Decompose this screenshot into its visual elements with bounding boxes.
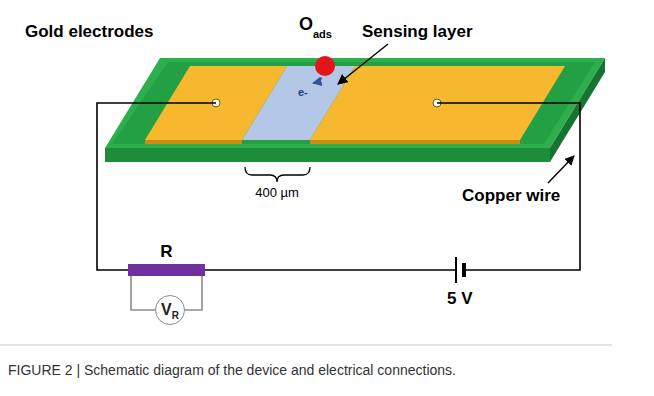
gold-electrode-edge bbox=[145, 140, 242, 144]
meter-lead bbox=[185, 276, 202, 310]
dimension-brace bbox=[245, 167, 310, 182]
voltage-label: 5 V bbox=[447, 289, 473, 309]
copper-wire bbox=[437, 103, 580, 270]
copper-wire bbox=[97, 103, 216, 270]
battery-plate bbox=[455, 257, 457, 283]
electron-arrow bbox=[313, 78, 322, 83]
component-label: R bbox=[128, 242, 205, 262]
gold-electrode-edge bbox=[310, 140, 520, 144]
part-label: Gold electrodes bbox=[25, 22, 153, 42]
meter-subscript: R bbox=[172, 310, 179, 321]
electron-label: e- bbox=[298, 86, 308, 99]
caption-rule bbox=[0, 345, 612, 346]
dimension-label: 400 µm bbox=[255, 186, 299, 201]
board-front bbox=[105, 148, 550, 162]
copper-wire bbox=[205, 269, 455, 271]
leader-arrow bbox=[548, 156, 574, 183]
meter-lead bbox=[131, 276, 155, 310]
species-subscript: ads bbox=[313, 28, 332, 41]
resistor-symbol: R bbox=[128, 242, 205, 276]
species-label: O bbox=[299, 14, 313, 35]
part-label: Copper wire bbox=[462, 186, 560, 206]
meter-symbol-text: V bbox=[161, 301, 172, 318]
leader-arrow bbox=[338, 44, 388, 84]
oxygen-atom bbox=[315, 56, 335, 76]
figure-caption: FIGURE 2 | Schematic diagram of the devi… bbox=[8, 362, 456, 378]
resistor-body bbox=[128, 264, 205, 276]
battery-plate bbox=[462, 263, 466, 277]
voltmeter-symbol: VR bbox=[155, 295, 185, 325]
part-label: Sensing layer bbox=[362, 22, 473, 42]
